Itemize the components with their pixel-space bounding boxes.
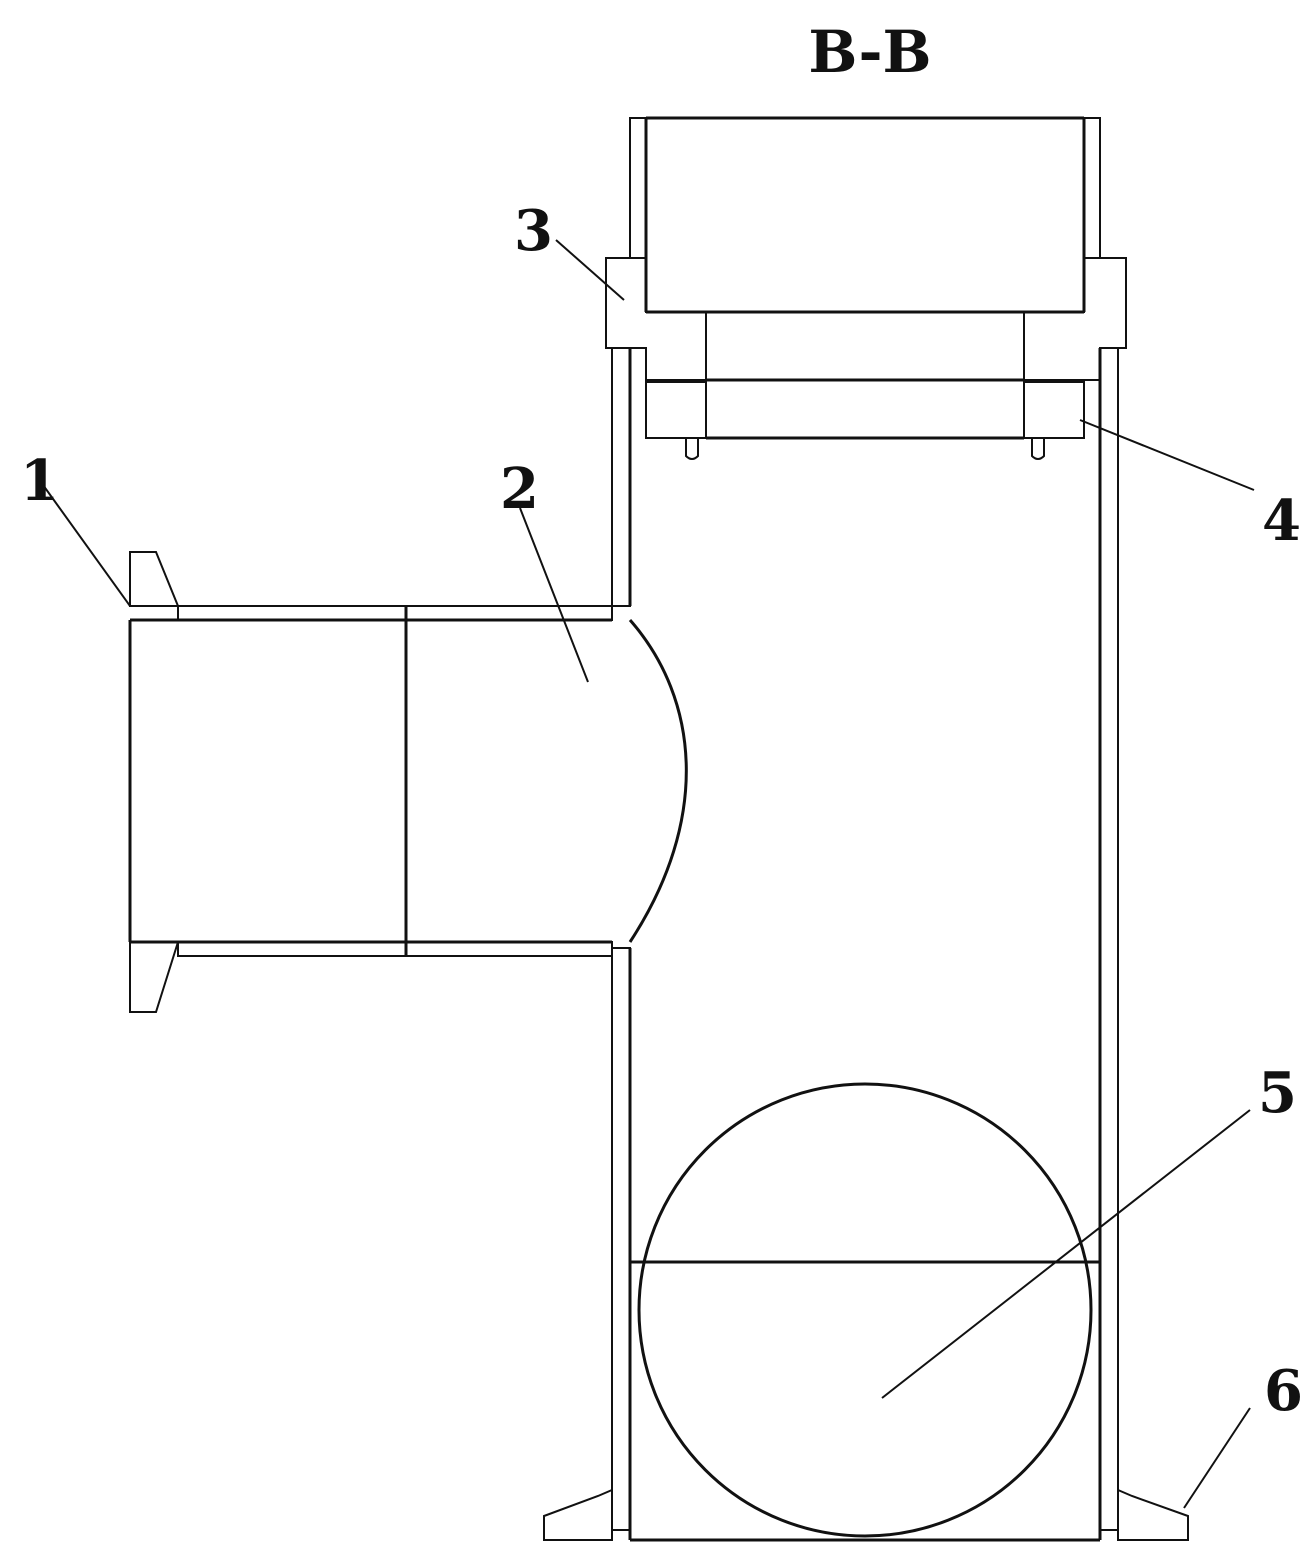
float-ball <box>637 1082 1093 1538</box>
label-part-2: 2 <box>500 456 539 522</box>
side-inlet-pipe <box>128 551 688 1013</box>
coupling-nut <box>605 257 1127 382</box>
main-body <box>611 347 1119 1542</box>
label-part-4: 4 <box>1262 488 1301 554</box>
section-title: B-B <box>808 18 931 86</box>
label-part-3: 3 <box>514 198 553 264</box>
base-flange <box>543 1488 1189 1541</box>
top-cap <box>629 116 1101 314</box>
leader-lines <box>37 239 1255 1509</box>
label-part-1: 1 <box>20 448 59 514</box>
label-part-6: 6 <box>1264 1358 1303 1424</box>
seal-ring <box>645 381 1085 460</box>
label-part-5: 5 <box>1258 1060 1297 1126</box>
